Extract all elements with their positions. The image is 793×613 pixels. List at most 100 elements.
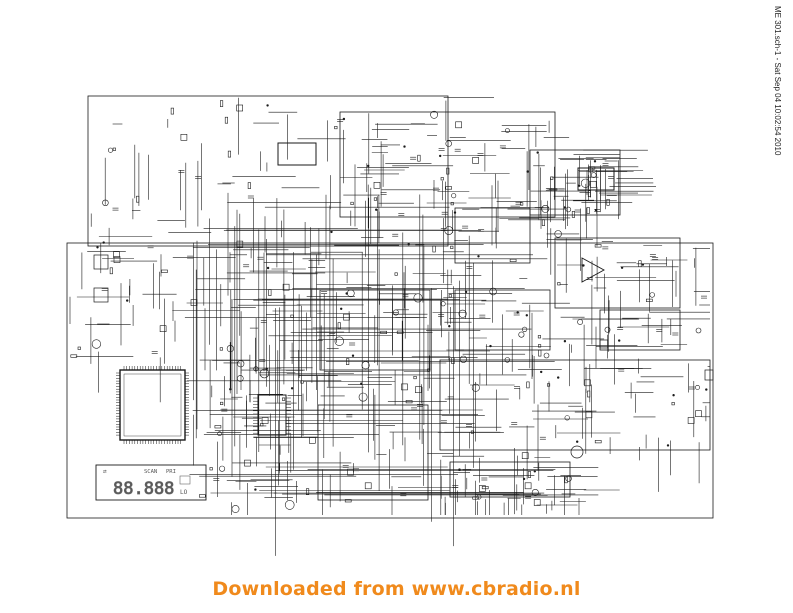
junction-dot	[666, 444, 670, 447]
resistor-symbol	[564, 476, 568, 484]
junction-dot	[577, 184, 581, 187]
junction-dot	[556, 376, 560, 379]
junction-dot	[563, 206, 566, 209]
transistor-symbol	[361, 361, 370, 370]
resistor-symbol	[445, 186, 453, 190]
resistor-symbol	[236, 240, 244, 248]
resistor-symbol	[344, 499, 352, 503]
transistor-symbol	[430, 110, 438, 119]
junction-dot	[342, 117, 346, 121]
sheet-stamp: ME 301.sch-1 - Sat Sep 04 10:02:54 2010	[773, 6, 782, 156]
junction-dot	[448, 325, 451, 328]
resistor-symbol	[220, 100, 224, 107]
junction-dot	[617, 339, 621, 342]
junction-dot	[266, 266, 270, 270]
junction-dot	[453, 211, 457, 214]
lcd-label-pri: PRI	[166, 469, 176, 475]
resistor-symbol	[170, 107, 174, 115]
resistor-symbol	[557, 282, 561, 286]
resistor-symbol	[282, 283, 290, 291]
transistor-symbol	[577, 319, 583, 325]
resistor-symbol	[334, 126, 338, 130]
driver-ic	[253, 394, 291, 436]
resistor-symbol	[584, 379, 591, 387]
junction-dot	[536, 151, 539, 154]
right-ic	[577, 167, 615, 191]
resistor-symbol	[446, 167, 450, 175]
lcd-digits: 88.888	[113, 479, 174, 499]
lower-right-block-outline	[449, 461, 571, 498]
resistor-symbol	[199, 494, 206, 498]
components	[70, 100, 708, 513]
resistor-symbol	[394, 272, 398, 276]
transistor-symbol	[521, 326, 528, 333]
junction-dot	[375, 208, 378, 211]
opamp-ic	[581, 257, 605, 283]
crystal-icon	[570, 445, 584, 459]
transistor-symbol	[554, 230, 562, 238]
resistor-symbol	[70, 354, 78, 358]
transistor-symbol	[458, 309, 467, 318]
junction-dot	[516, 311, 519, 314]
resistor-symbol	[450, 202, 454, 206]
resistor-symbol	[527, 471, 532, 478]
resistor-symbol	[346, 358, 350, 366]
resistor-symbol	[450, 245, 454, 249]
rf-block-outline	[439, 359, 711, 451]
resistor-symbol	[687, 417, 695, 424]
resistor-symbol	[261, 417, 269, 424]
transistor-symbol	[226, 345, 234, 353]
junction-dot	[575, 440, 579, 443]
resistor-symbol	[220, 401, 224, 406]
transistor-symbol	[219, 465, 226, 472]
junction-dot	[290, 387, 294, 390]
resistor-symbol	[533, 499, 541, 506]
resistor-symbol	[113, 251, 120, 258]
transistor-symbol	[358, 392, 368, 402]
resistor-symbol	[350, 201, 354, 205]
junction-dot	[464, 290, 468, 294]
resistor-symbol	[587, 190, 592, 197]
resistor-symbol	[524, 482, 532, 490]
misc-parts	[93, 254, 714, 459]
resistor-symbol	[364, 482, 372, 490]
resistor-symbol	[343, 313, 350, 321]
resistor-symbol	[606, 199, 610, 206]
resistor-symbol	[219, 347, 223, 351]
upper-left-block-outline	[87, 95, 449, 247]
transistor-symbol	[695, 384, 700, 390]
junction-dot	[360, 382, 363, 385]
junction-dot	[522, 477, 526, 481]
resistor-symbol	[538, 349, 542, 357]
resistor-symbol	[380, 330, 388, 335]
junction-dot	[403, 145, 406, 148]
resistor-symbol	[472, 496, 480, 500]
junction-dot	[539, 370, 543, 374]
junction-dot	[351, 354, 355, 357]
transistor-symbol	[459, 355, 468, 363]
resistor-symbol	[520, 202, 524, 206]
download-banner: Downloaded from www.cbradio.nl	[212, 578, 581, 600]
junction-dot	[489, 344, 492, 348]
transistor-symbol	[91, 339, 101, 349]
upper-ic	[277, 142, 317, 166]
junction-dot	[582, 264, 585, 267]
junction-dot	[439, 154, 442, 158]
transistor-symbol	[504, 357, 510, 363]
transistor-symbol	[102, 199, 109, 207]
junction-dot	[96, 246, 99, 249]
resistor-symbol	[589, 181, 597, 188]
resistor-symbol	[541, 219, 546, 226]
junction-dot	[593, 160, 597, 163]
junction-dot	[125, 299, 129, 302]
resistor-symbol	[190, 299, 198, 306]
resistor-symbol	[260, 423, 264, 427]
junction-dot	[477, 255, 480, 258]
resistor-symbol	[113, 256, 121, 263]
resistor-symbol	[537, 344, 542, 348]
junction-dot	[265, 367, 268, 370]
transistor-symbol	[471, 383, 480, 392]
transistor-symbol	[543, 352, 550, 359]
resistor-symbol	[417, 154, 421, 162]
resistor-symbol	[109, 267, 113, 275]
